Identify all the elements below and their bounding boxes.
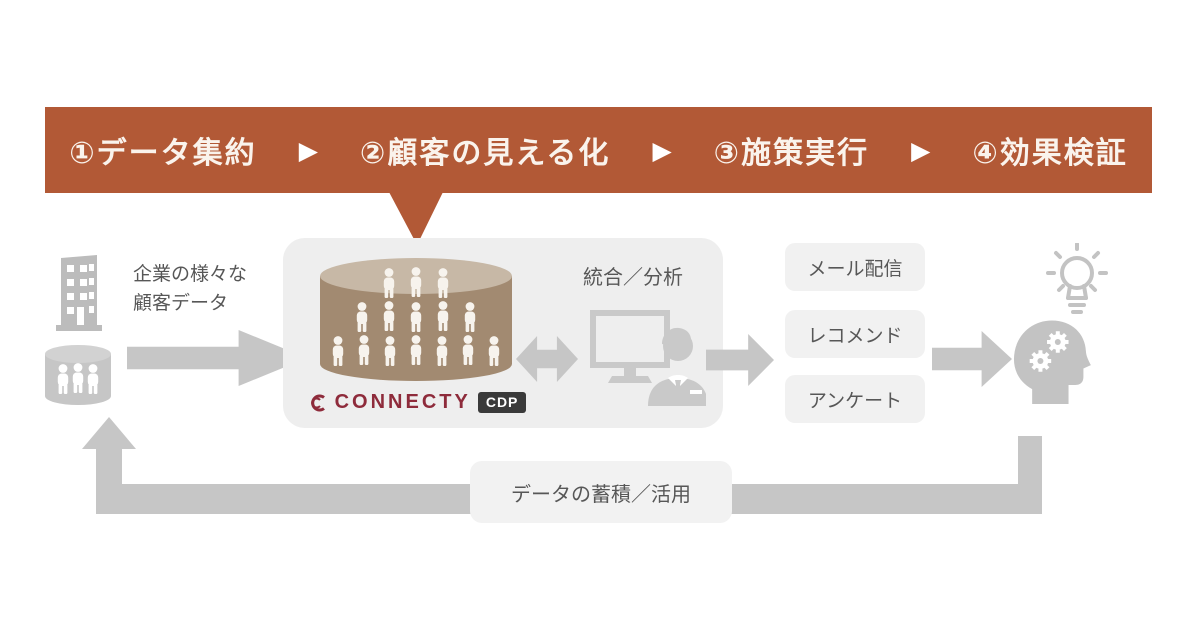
action-box-mail: メール配信 — [785, 243, 925, 291]
cdp-badge: CDP — [477, 392, 527, 413]
source-caption-line1: 企業の様々な — [133, 264, 248, 285]
customer-data-cylinder-icon — [45, 345, 111, 405]
connecty-logo-mark-icon — [310, 394, 325, 411]
analyst-with-monitor-icon — [590, 310, 706, 406]
step-3-measure-execution: ③施策実行 — [713, 137, 870, 170]
feedback-arrowhead-icon — [82, 417, 136, 449]
step-2-customer-visibility: ②顧客の見える化 — [359, 137, 611, 170]
connecty-logo-text: CONNECTY — [334, 391, 471, 413]
source-caption: 企業の様々な 顧客データ — [133, 261, 247, 318]
arrow-separator-icon: ▶ — [911, 136, 931, 165]
step-4-effect-verification: ④効果検証 — [972, 137, 1128, 170]
flow-arrow-actions-to-insight — [932, 331, 1012, 387]
source-caption-line2: 顧客データ — [133, 292, 229, 314]
action-box-recommend: レコメンド — [785, 310, 925, 358]
feedback-label: データの蓄積／活用 — [470, 461, 732, 523]
building-icon — [56, 255, 102, 331]
lightbulb-idea-icon — [1046, 243, 1108, 314]
feedback-arrow-right-segment — [1018, 436, 1042, 514]
action-box-survey: アンケート — [785, 375, 925, 423]
cdp-panel: CONNECTY CDP 統合／分析 — [283, 238, 723, 428]
arrow-separator-icon: ▶ — [298, 136, 318, 165]
analysis-label: 統合／分析 — [583, 267, 683, 289]
connecty-cdp-logo: CONNECTY CDP — [303, 391, 533, 414]
step-1-data-aggregation: ①データ集約 — [69, 137, 257, 170]
arrow-separator-icon: ▶ — [652, 136, 672, 165]
head-with-gears-icon — [1013, 320, 1091, 404]
cdp-customer-database-icon — [320, 258, 512, 381]
flow-arrow-sources-to-cdp — [127, 330, 307, 386]
process-banner: ①データ集約 ▶ ②顧客の見える化 ▶ ③施策実行 ▶ ④効果検証 — [45, 107, 1152, 193]
sync-arrow-icon — [516, 336, 578, 382]
